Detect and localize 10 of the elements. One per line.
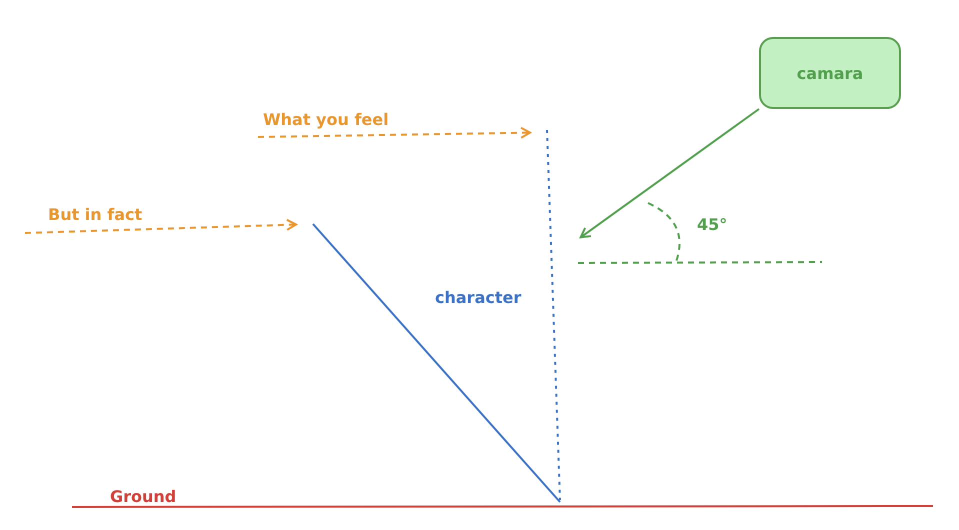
tilted-character-line [312,223,561,503]
camera-box: camara [759,37,901,109]
dashed-arrow [24,218,297,234]
dashed-arrow [258,126,532,139]
character-label: character [435,288,522,308]
edge-label: What you feel [263,110,389,130]
upright-character-line [546,130,561,500]
angle-label: 45° [697,215,728,235]
camera-direction-arrow [580,108,760,238]
ground-label: Ground [110,487,176,507]
